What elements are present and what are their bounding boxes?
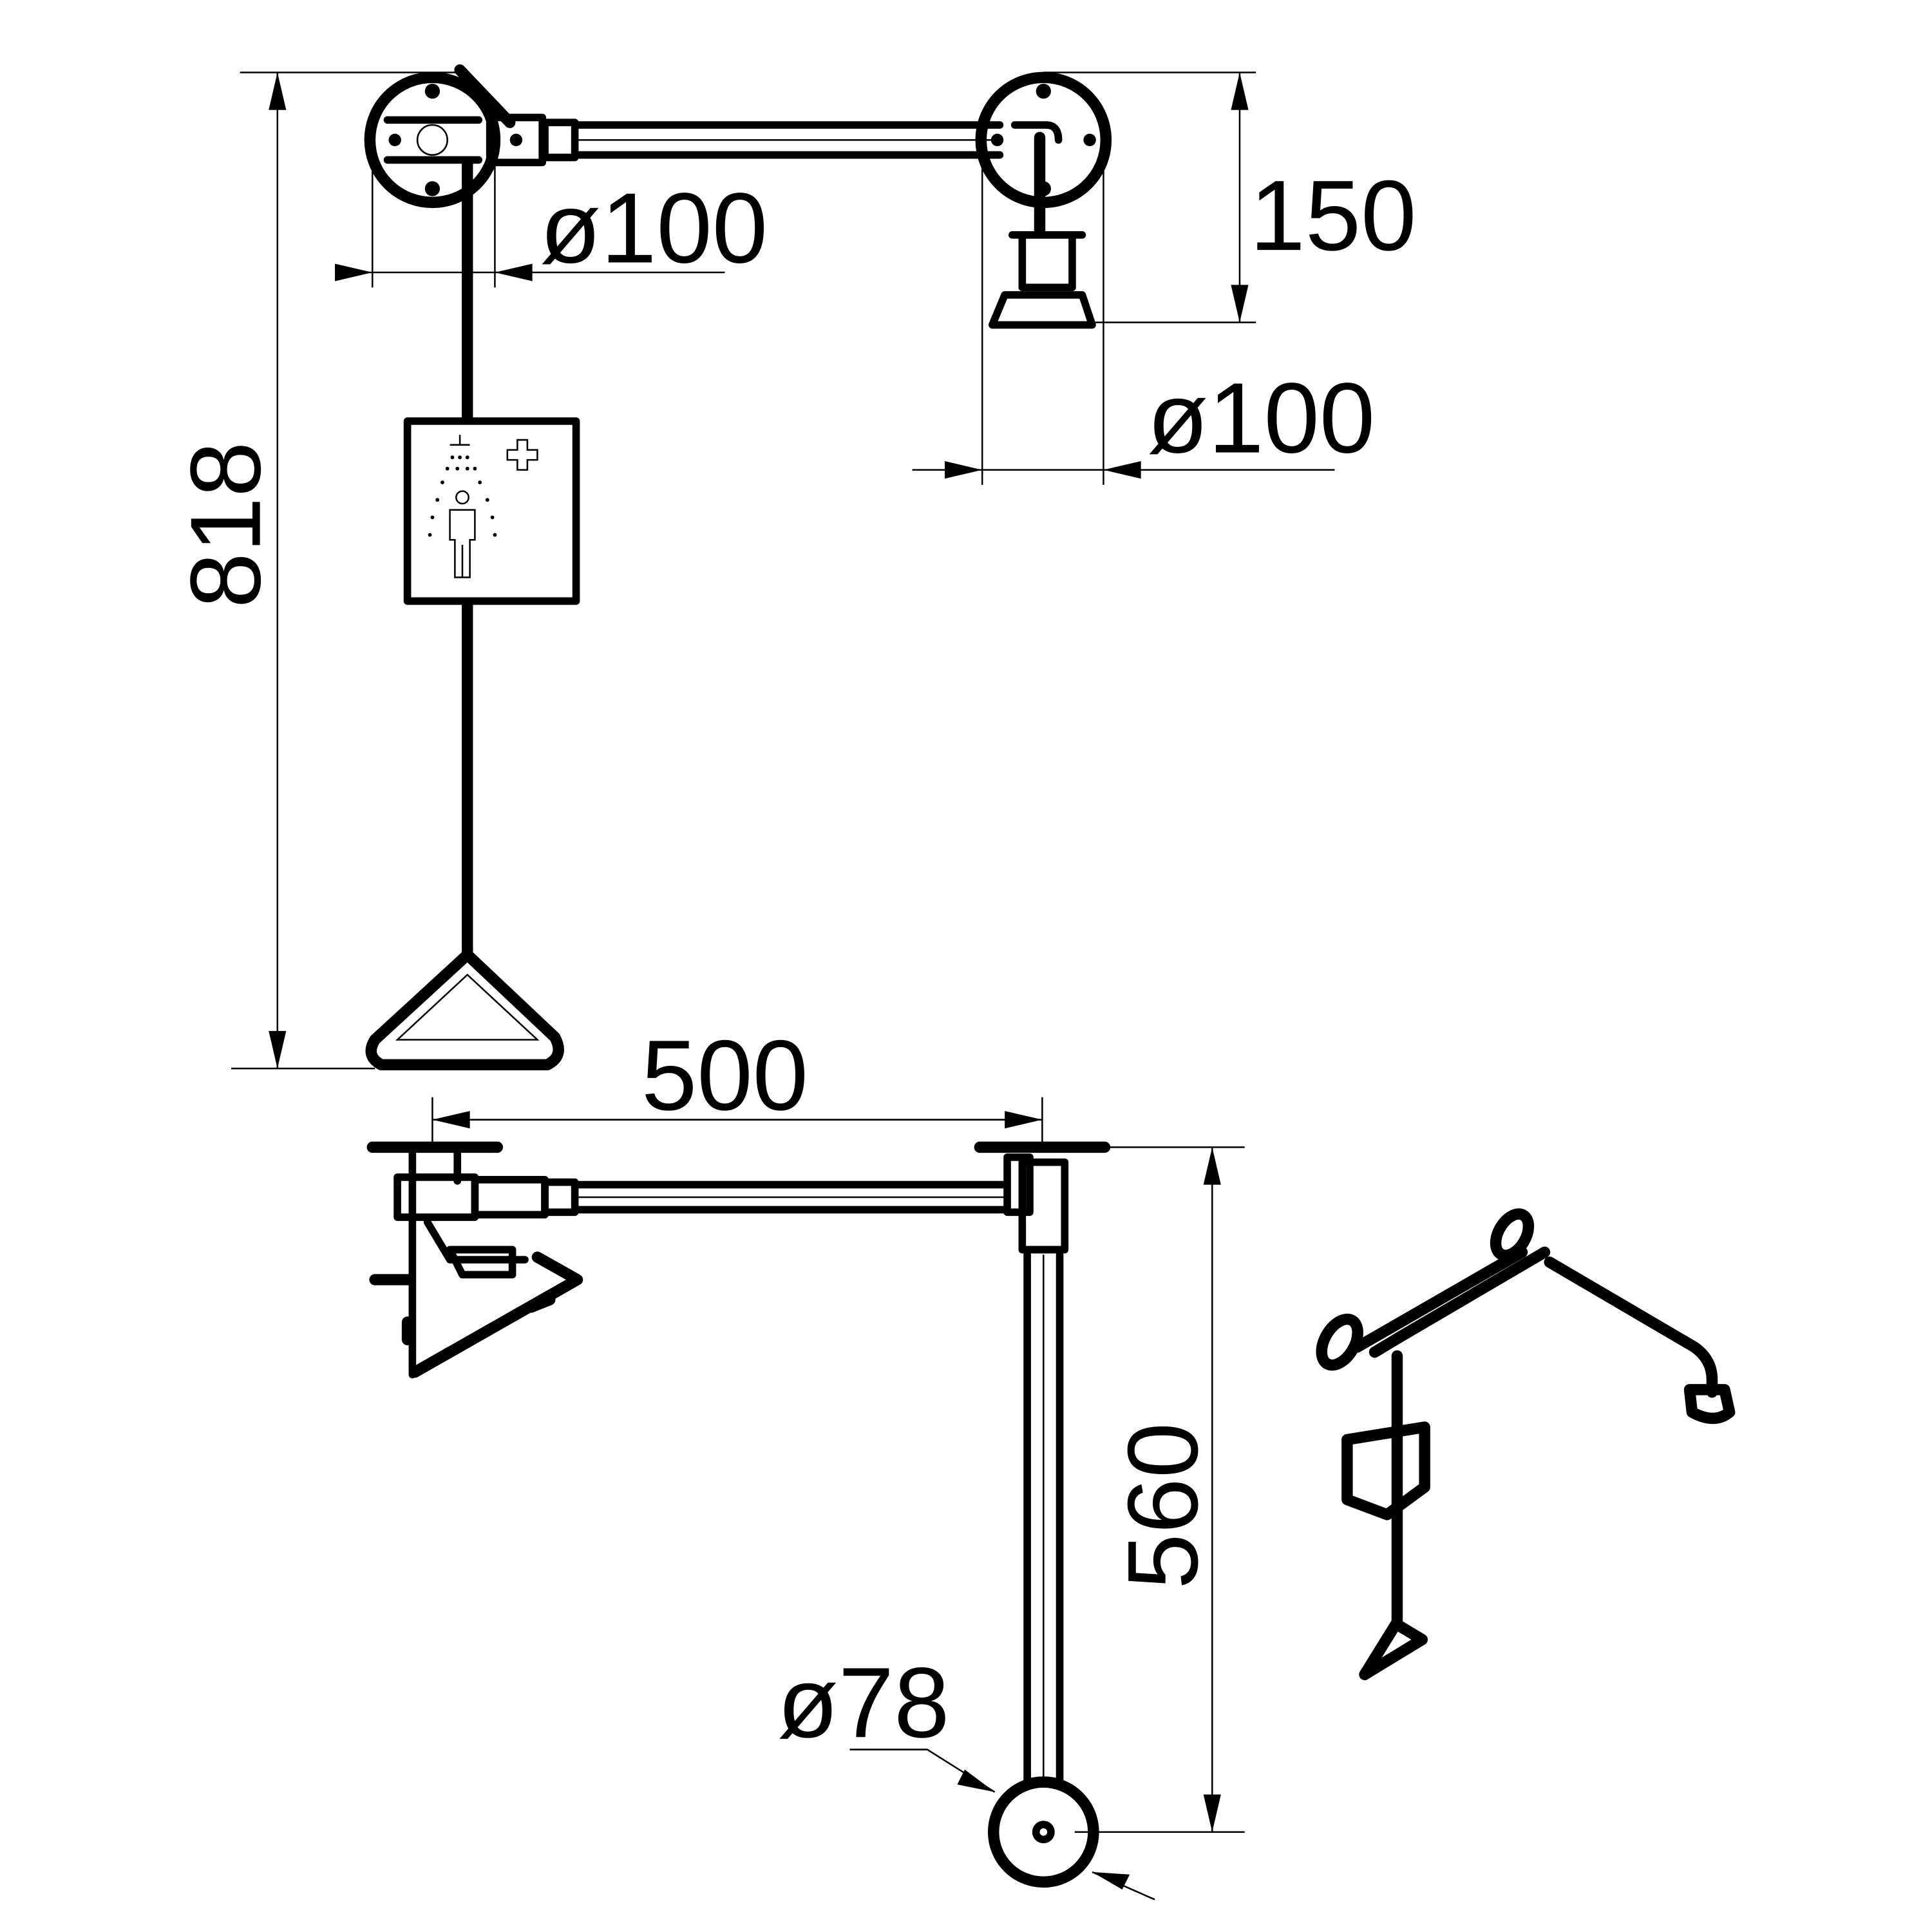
dimension-150-label: 150 — [1249, 159, 1416, 271]
dimension-flange-diameter-label: ø100 — [540, 172, 768, 284]
isometric-view — [1316, 1208, 1736, 1680]
dimension-flange-diameter: ø100 — [335, 140, 768, 288]
dimension-818: 818 — [169, 71, 460, 1070]
shower-head — [988, 131, 1096, 329]
dimension-pipe-diameter: ø78 — [777, 1646, 1155, 1900]
dimension-500: 500 — [431, 1019, 1043, 1148]
shower-person-icon — [428, 435, 497, 578]
horizontal-arm — [571, 121, 1004, 159]
safety-shower-sign — [403, 417, 580, 605]
left-wall-flange — [364, 71, 501, 209]
dimension-head-diameter-label: ø100 — [1147, 361, 1375, 473]
dimension-560-label: 560 — [1106, 1423, 1218, 1589]
dimension-head-diameter: ø100 — [912, 140, 1375, 485]
dimension-560: 560 — [1074, 1146, 1245, 1833]
dimension-500-label: 500 — [641, 1019, 808, 1131]
plan-view — [366, 1141, 1111, 1888]
front-elevation — [364, 64, 1112, 1071]
valve-body — [454, 64, 579, 167]
dimension-818-label: 818 — [169, 442, 281, 609]
dimension-150: 150 — [1043, 71, 1416, 323]
pull-handle — [365, 949, 564, 1071]
dimension-pipe-diameter-label: ø78 — [777, 1646, 949, 1758]
first-aid-cross-icon — [506, 439, 538, 471]
plan-pull-handle — [409, 1251, 583, 1378]
